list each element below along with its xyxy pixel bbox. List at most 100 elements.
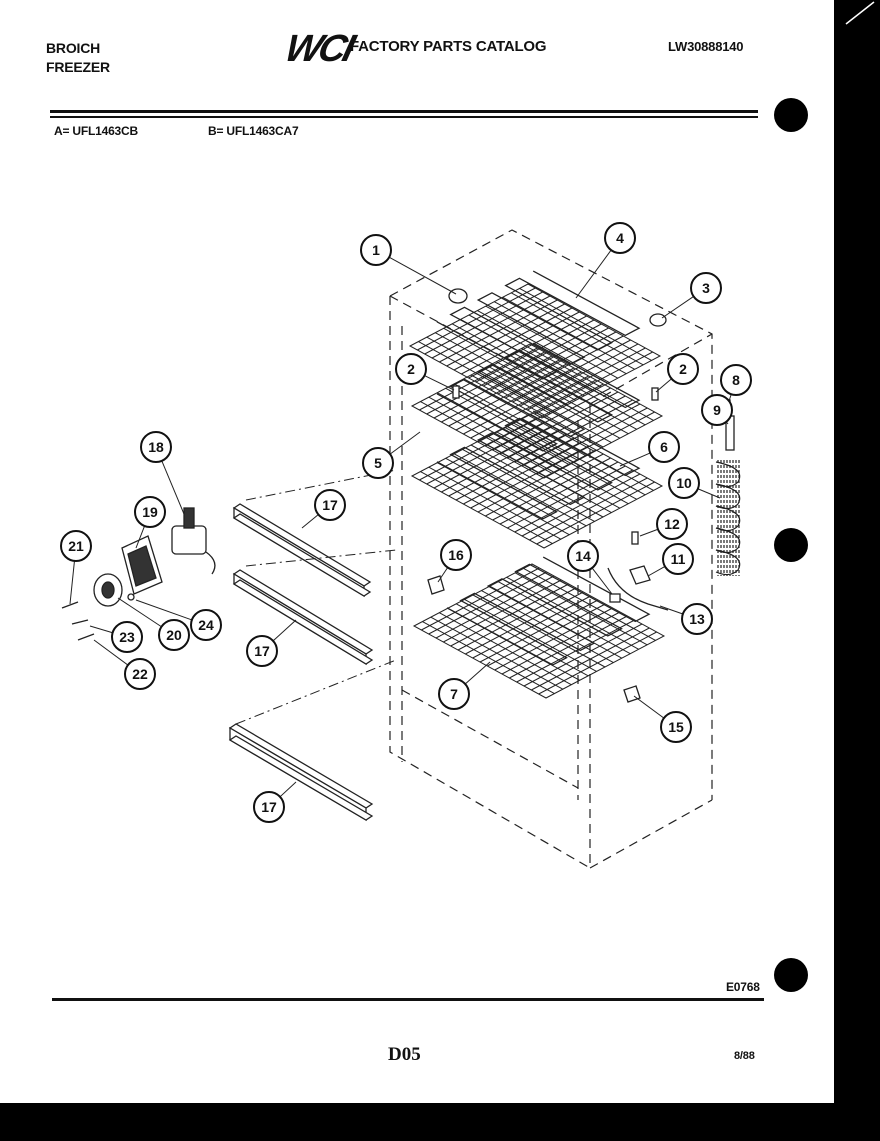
- thermostat-18: [171, 525, 207, 555]
- leader-line-10: [697, 488, 721, 499]
- callout-label-6: 6: [660, 439, 668, 455]
- callout-circle-17: [253, 791, 285, 823]
- callout-label-4: 4: [616, 230, 624, 246]
- binder-hole-middle: [774, 528, 808, 562]
- header-rule-top: [50, 110, 758, 113]
- leader-line-2: [655, 378, 672, 393]
- screw-22: [77, 633, 95, 641]
- clip-16: [427, 575, 445, 595]
- callout-label-1: 1: [372, 242, 380, 258]
- nut-3: [649, 313, 667, 327]
- callout-17: 17: [314, 489, 346, 521]
- callout-circle-21: [60, 530, 92, 562]
- binder-hole-bottom: [774, 958, 808, 992]
- leader-line-11: [647, 565, 666, 577]
- leader-line-17: [279, 781, 297, 798]
- leader-lines: [69, 249, 732, 798]
- callout-circle-18: [140, 431, 172, 463]
- callout-label-17: 17: [261, 799, 277, 815]
- document-number: LW30888140: [668, 39, 744, 54]
- rail-17-middle: [232, 569, 374, 666]
- screw-21: [61, 601, 79, 609]
- leader-line-3: [661, 296, 694, 319]
- callout-circle-19: [134, 496, 166, 528]
- callout-circle-20: [158, 619, 190, 651]
- condenser-coil-10: [715, 460, 741, 576]
- callout-20: 20: [158, 619, 190, 651]
- clip-15: [623, 685, 641, 703]
- rail-17-top: [232, 503, 372, 598]
- callout-label-20: 20: [166, 627, 182, 643]
- callout-17: 17: [253, 791, 285, 823]
- leader-line-1: [388, 256, 457, 295]
- callout-2: 2: [395, 353, 427, 385]
- coil-lower: [446, 556, 651, 666]
- coil-upper-b: [436, 342, 641, 452]
- callout-11: 11: [662, 543, 694, 575]
- shelf-5: [410, 343, 664, 479]
- callout-label-12: 12: [664, 516, 680, 532]
- figure-code: E0768: [726, 980, 760, 994]
- callout-label-24: 24: [198, 617, 214, 633]
- model-a-label: A= UFL1463CB: [54, 124, 138, 138]
- callout-circle-3: [690, 272, 722, 304]
- clip-14: [609, 593, 621, 603]
- cabinet-outline: [389, 229, 713, 869]
- callout-label-3: 3: [702, 280, 710, 296]
- footer-rule: [52, 998, 764, 1001]
- callout-label-7: 7: [450, 686, 458, 702]
- brand-line-2: FREEZER: [46, 59, 110, 75]
- callout-label-16: 16: [448, 547, 464, 563]
- screw-2-left: [452, 385, 460, 399]
- callout-2: 2: [667, 353, 699, 385]
- leader-line-15: [633, 695, 665, 719]
- callout-13: 13: [681, 603, 713, 635]
- callout-label-23: 23: [119, 629, 135, 645]
- callout-24: 24: [190, 609, 222, 641]
- leader-line-4: [575, 249, 612, 299]
- leader-line-21: [69, 560, 75, 605]
- callout-label-8: 8: [732, 372, 740, 388]
- callout-label-15: 15: [668, 719, 684, 735]
- screw-2-right: [651, 387, 659, 401]
- model-b-label: B= UFL1463CA7: [208, 124, 299, 138]
- callout-circle-6: [648, 431, 680, 463]
- leader-line-5: [389, 431, 421, 455]
- leader-line-23: [89, 625, 113, 634]
- callout-circle-4: [604, 222, 636, 254]
- callout-circle-10: [668, 467, 700, 499]
- leader-line-16: [437, 567, 449, 583]
- wire-13: [607, 567, 669, 611]
- thermostat-assembly: [61, 507, 216, 641]
- callout-label-19: 19: [142, 504, 158, 520]
- brand-line-1: BROICH: [46, 40, 101, 56]
- callout-circle-17: [246, 635, 278, 667]
- callout-label-13: 13: [689, 611, 705, 627]
- leader-line-7: [464, 661, 491, 685]
- callout-label-5: 5: [374, 455, 382, 471]
- callout-circle-8: [720, 364, 752, 396]
- screw-24: [127, 593, 135, 601]
- callout-17: 17: [246, 635, 278, 667]
- callout-19: 19: [134, 496, 166, 528]
- callout-label-14: 14: [575, 548, 591, 564]
- leader-line-24: [135, 599, 193, 621]
- catalog-sheet: BROICH FREEZER WCI FACTORY PARTS CATALOG…: [0, 0, 834, 1103]
- catalog-title: FACTORY PARTS CATALOG: [350, 38, 547, 55]
- callout-circle-1: [360, 234, 392, 266]
- binder-hole-top: [774, 98, 808, 132]
- callout-4: 4: [604, 222, 636, 254]
- callout-14: 14: [567, 540, 599, 572]
- callout-circle-16: [440, 539, 472, 571]
- callout-circle-14: [567, 540, 599, 572]
- rail-17-bottom: [228, 723, 374, 822]
- leader-line-14: [591, 567, 613, 595]
- callout-label-17: 17: [254, 643, 270, 659]
- callout-label-2: 2: [407, 361, 415, 377]
- leader-line-12: [639, 528, 659, 537]
- page-code: D05: [388, 1044, 421, 1065]
- callout-circle-23: [111, 621, 143, 653]
- callout-label-18: 18: [148, 439, 164, 455]
- shelf-4: [408, 283, 662, 419]
